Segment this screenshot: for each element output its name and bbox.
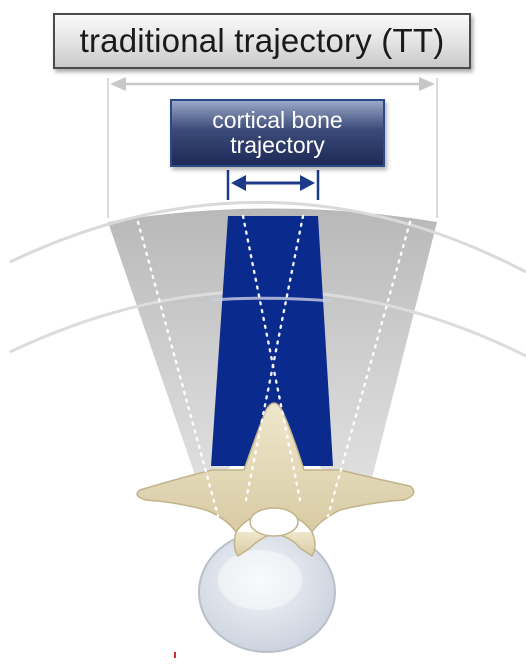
traditional-trajectory-label: traditional trajectory (TT) (53, 13, 471, 69)
traditional-trajectory-text: traditional trajectory (TT) (80, 22, 445, 60)
cortical-label-line-1: cortical bone (212, 108, 342, 133)
cbt-span-indicator (228, 170, 318, 200)
cortical-bone-trajectory-label: cortical bone trajectory (170, 99, 385, 167)
red-mark (174, 652, 176, 658)
cortical-label-line-2: trajectory (230, 133, 325, 158)
